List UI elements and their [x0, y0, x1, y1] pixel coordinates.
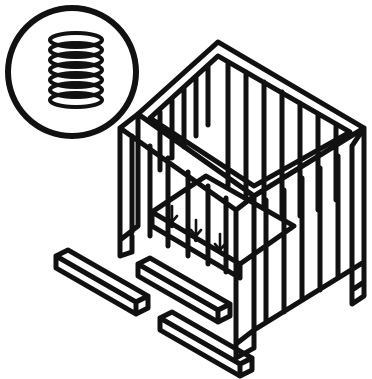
crib-frame-icon: [120, 42, 364, 358]
slat-1: [56, 250, 148, 314]
coil-spring-icon: [8, 8, 136, 136]
slat-2: [138, 258, 230, 322]
crib-mattress-base: [152, 176, 294, 278]
crib-back-left-slats: [160, 67, 208, 170]
